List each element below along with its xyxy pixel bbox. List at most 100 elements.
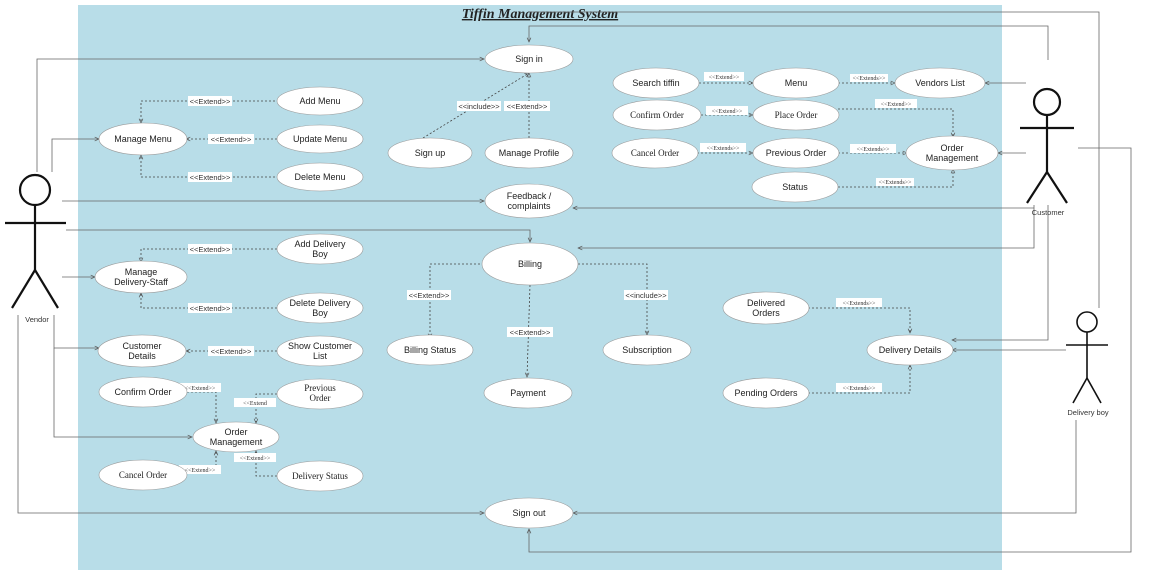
use-case-label: Billing [518,259,542,269]
use-case-status[interactable] [751,171,839,203]
actor-vendor[interactable] [5,173,66,309]
use-case-menu[interactable] [752,67,840,99]
include-label: <<include>> [625,291,667,300]
extend-label: <<Extend>> [709,75,740,81]
use-case-label: Search tiffin [632,78,679,88]
use-case-add-delivery-boy[interactable] [276,233,364,265]
use-case-label: Management [210,437,263,447]
use-case-label: Delivery Status [292,471,348,481]
extend-label: <<Extend>> [211,135,252,144]
use-case-cancel-order-customer[interactable] [611,137,699,169]
actor-head-icon [1032,87,1062,117]
use-case-label: Manage Menu [114,134,172,144]
use-case-label: complaints [507,201,551,211]
include-label: <<include>> [458,102,500,111]
use-case-delivery-status[interactable] [276,460,364,492]
extends-label: <<Extends>> [843,301,876,307]
relation-labels: <<include>> <<Extend>> <<Extend>> <<Exte… [179,72,917,474]
use-case-manage-delivery-staff[interactable] [94,260,188,294]
use-case-confirm-order-vendor[interactable] [98,376,188,408]
use-case-add-menu[interactable] [276,86,364,116]
use-case-label: Delete Delivery [289,298,351,308]
extend-label: <<Extend>> [510,328,551,337]
use-case-label: Orders [752,308,780,318]
use-case-manage-profile[interactable] [484,137,574,169]
use-case-sign-up[interactable] [387,137,473,169]
use-case-delivered-orders[interactable] [722,291,810,325]
use-case-label: Sign up [415,148,446,158]
use-case-label: Previous [304,383,336,393]
system-boundary [78,5,1002,570]
use-case-label: Confirm Order [630,110,684,120]
use-case-search-tiffin[interactable] [612,67,700,99]
extend-label: <<Extend [243,401,267,407]
use-case-label: Cancel Order [631,148,679,158]
extend-label: <<Extend>> [712,109,743,115]
use-case-label: Boy [312,308,328,318]
extend-label: <<Extend>> [190,304,231,313]
use-case-previous-order-vendor[interactable] [276,378,364,410]
use-case-label: Order [224,427,247,437]
system-title: Tiffin Management System [462,7,618,22]
use-case-label: Confirm Order [114,387,171,397]
actor-label-delivery-boy: Delivery boy [1067,408,1109,417]
extends-label: <<Extends>> [843,386,876,392]
use-case-label: Add Delivery [294,239,346,249]
use-case-label: Subscription [622,345,672,355]
use-case-label: Delivery-Staff [114,277,168,287]
use-case-label: Order [310,393,331,403]
use-case-pending-orders[interactable] [722,377,810,409]
extend-label: <<Extend>> [211,347,252,356]
use-case-label: Manage [125,267,158,277]
use-case-label: Previous Order [766,148,827,158]
use-case-label: Boy [312,249,328,259]
actor-head-icon [1076,311,1098,333]
use-case-label: Billing Status [404,345,457,355]
use-case-show-customer-list[interactable] [276,335,364,367]
extend-label: <<Extend>> [240,456,271,462]
actor-delivery-boy[interactable] [1066,311,1108,404]
use-case-label: Vendors List [915,78,965,88]
use-case-subscription[interactable] [602,334,692,366]
use-case-label: Order [940,143,963,153]
use-case-label: Place Order [775,110,818,120]
use-case-sign-in[interactable] [484,44,574,74]
extend-label: <<Extend>> [190,173,231,182]
use-case-label: Delivery Details [879,345,942,355]
use-case-label: Pending Orders [734,388,798,398]
use-case-label: Status [782,182,808,192]
use-case-order-management-customer[interactable] [905,135,999,171]
use-case-label: Add Menu [299,96,340,106]
use-case-update-menu[interactable] [276,124,364,154]
use-case-feedback[interactable] [484,183,574,219]
extend-label: <<Extend>> [190,245,231,254]
use-case-label: Payment [510,388,546,398]
extend-label: <<Extend>> [190,97,231,106]
use-case-customer-details[interactable] [97,334,187,368]
use-case-cancel-order-vendor[interactable] [98,459,188,491]
use-case-confirm-order-customer[interactable] [612,99,702,131]
use-case-delete-menu[interactable] [276,162,364,192]
extend-label: <<Extend>> [507,102,548,111]
use-case-billing[interactable] [481,242,579,286]
extends-label: <<Extends>> [857,147,890,153]
use-case-place-order[interactable] [752,99,840,131]
actor-customer[interactable] [1020,87,1074,204]
extend-label: <<Extend>> [881,102,912,108]
use-case-label: Feedback / [507,191,552,201]
use-case-vendors-list[interactable] [894,67,986,99]
use-case-sign-out[interactable] [484,497,574,529]
use-case-order-management-vendor[interactable] [192,421,280,453]
use-case-billing-status[interactable] [386,334,474,366]
use-case-previous-order-customer[interactable] [752,137,840,169]
use-case-manage-menu[interactable] [98,122,188,156]
actor-label-customer: Customer [1032,208,1065,217]
use-case-label: Delete Menu [294,172,345,182]
use-case-payment[interactable] [483,377,573,409]
extend-label: <<Extend>> [185,386,216,392]
use-case-label: Update Menu [293,134,347,144]
actor-head-icon [18,173,52,207]
extend-label: <<Extend>> [409,291,450,300]
use-case-delete-delivery-boy[interactable] [276,292,364,324]
use-case-delivery-details[interactable] [866,334,954,366]
